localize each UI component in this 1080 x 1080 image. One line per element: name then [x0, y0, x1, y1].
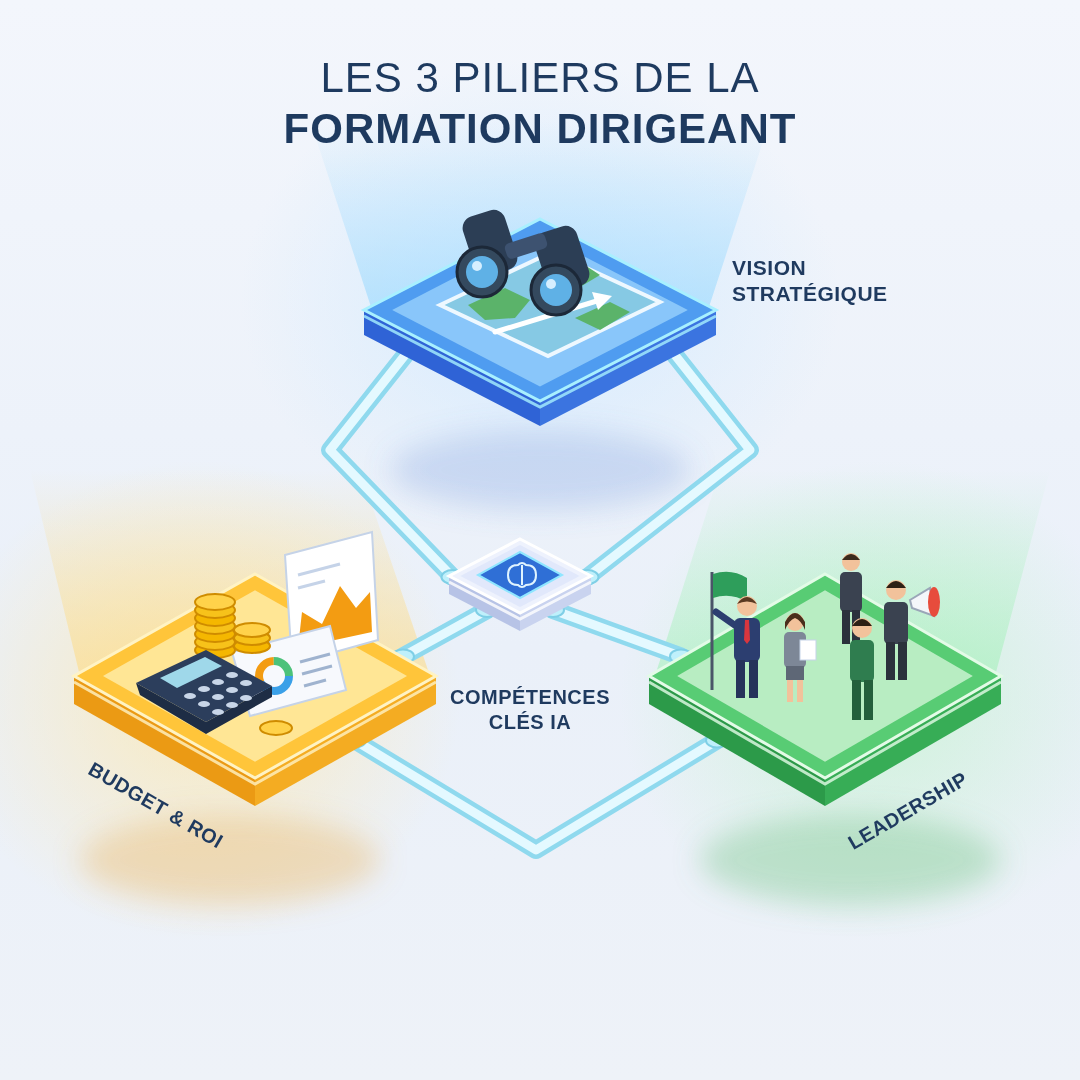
platform-shape — [445, 535, 595, 635]
pipe-connector — [392, 603, 498, 663]
platform-shape — [360, 215, 720, 430]
donut-document — [232, 626, 346, 716]
flag-icon — [712, 572, 747, 690]
megaphone-person — [884, 580, 940, 680]
diagram-title: LES 3 PILIERS DE LA FORMATION DIRIGEANT — [240, 52, 840, 154]
pipe-connector — [344, 733, 728, 850]
pillar-label: VISION STRATÉGIQUE — [732, 255, 917, 308]
coin-stack — [195, 594, 292, 735]
pipe-connector — [330, 341, 464, 584]
pillar-platform: VISION STRATÉGIQUE — [360, 215, 720, 430]
glow — [0, 60, 1080, 940]
calculator-icon — [136, 650, 272, 734]
title-wrap: LES 3 PILIERS DE LA FORMATION DIRIGEANT — [200, 52, 880, 154]
pipe-connector — [542, 603, 692, 663]
label-holder: VISION STRATÉGIQUE — [732, 255, 917, 308]
person-figure — [850, 618, 874, 720]
pillar-label: COMPÉTENCES CLÉS IA — [440, 685, 620, 735]
binoculars-icon — [457, 207, 593, 315]
person-figure — [840, 553, 862, 644]
pillar-platform: BUDGET & ROI — [70, 570, 440, 810]
person-figure — [784, 613, 816, 702]
chart-panel — [285, 532, 378, 664]
map-icon — [440, 252, 660, 356]
brain-icon — [478, 552, 562, 598]
leader-figure — [716, 596, 760, 698]
label-holder: COMPÉTENCES CLÉS IA — [440, 685, 620, 735]
pillar-platform: COMPÉTENCES CLÉS IA — [445, 535, 595, 635]
light-beam — [30, 120, 1050, 676]
pillar-platform: LEADERSHIP — [645, 570, 1005, 810]
